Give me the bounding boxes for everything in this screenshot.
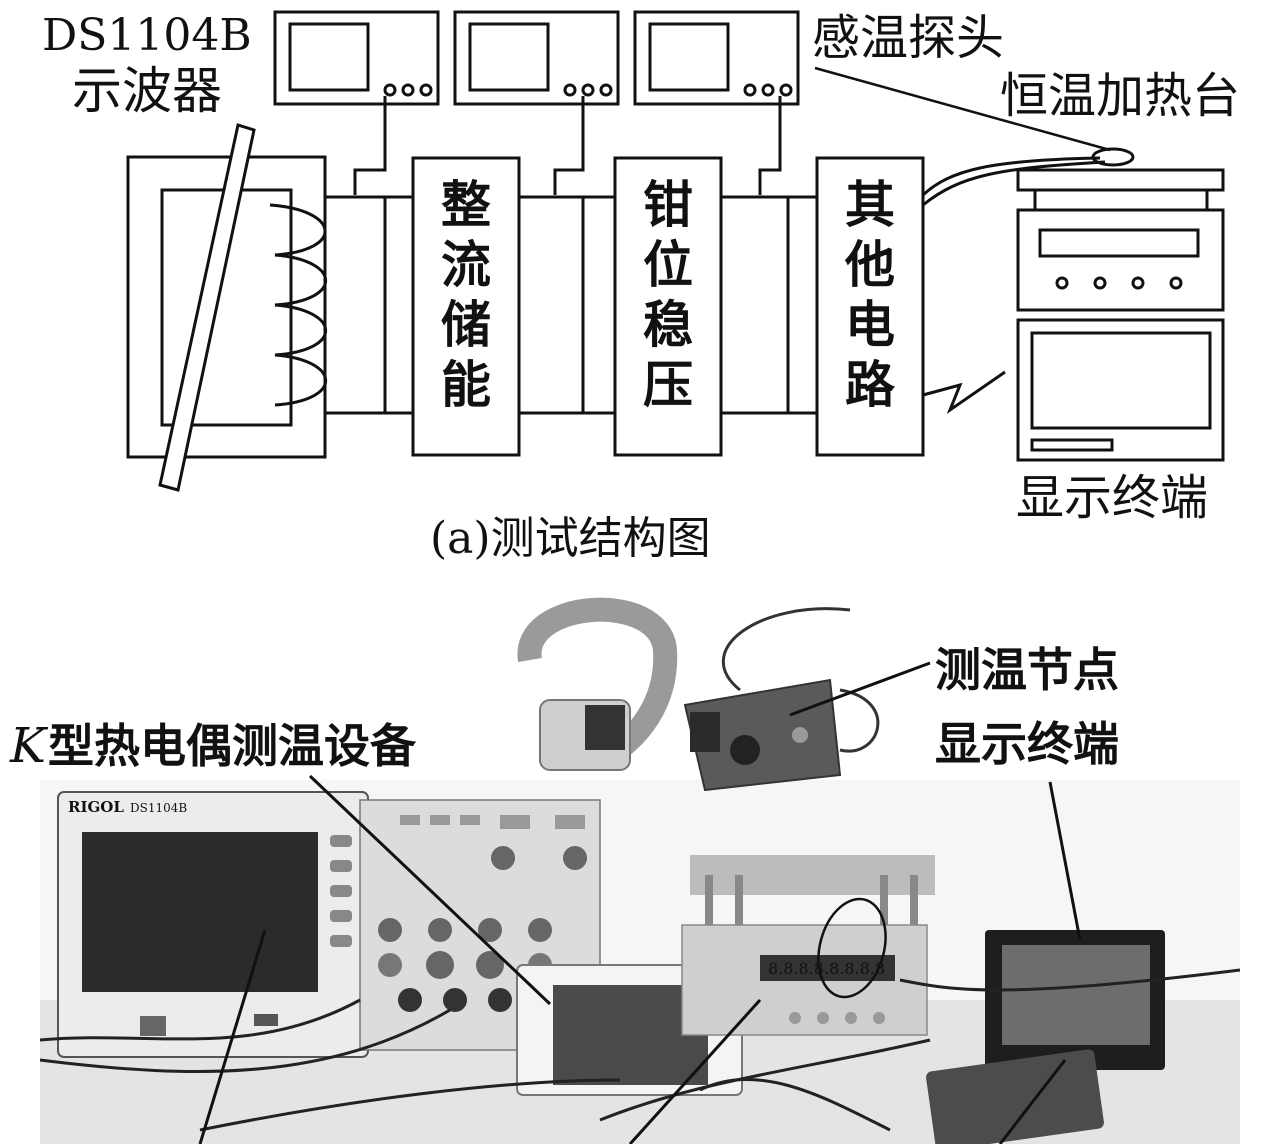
block-rectify-char-4: 能 [441, 355, 491, 414]
oscilloscope-label-name: 示波器 [72, 62, 222, 120]
display-terminal-icon [1016, 318, 1225, 462]
structure-diagram: DS1104B 示波器 [42, 10, 1240, 564]
block-rectify-char-1: 整 [441, 175, 491, 234]
block-other-char-1: 其 [845, 175, 895, 234]
scope-probe-line-3 [758, 96, 782, 195]
diagram-caption: (a)测试结构图 [430, 513, 711, 564]
leader-thermocouple [308, 774, 552, 1006]
coil-transformer [126, 123, 328, 492]
heater-icon [1016, 168, 1225, 312]
wireless-link-icon [922, 370, 1006, 415]
label-thermocouple-prefix: K [9, 718, 49, 774]
photo-cables [39, 968, 1241, 1132]
label-display-terminal: 显示终端 [935, 717, 1119, 771]
label-thermocouple: 型热电偶测温设备 [48, 719, 417, 773]
photo-wearable-band [517, 597, 678, 771]
oscilloscope-label-model: DS1104B [42, 10, 252, 61]
leader-node [789, 661, 931, 717]
probe-label: 感温探头 [812, 10, 1004, 66]
block-other-char-4: 路 [845, 355, 896, 414]
temp-probe-tip [1091, 147, 1135, 167]
probe-label-leader [814, 66, 1111, 152]
photo-sensor-pcb [683, 607, 880, 792]
block-clamp-regulate: 钳 位 稳 压 [613, 156, 723, 457]
photo-display-terminal [926, 930, 1165, 1144]
scope-probe-line-1 [353, 96, 387, 195]
display-terminal-label: 显示终端 [1016, 470, 1208, 526]
label-sensor-node: 测温节点 [935, 643, 1119, 697]
block-other-char-2: 他 [844, 235, 895, 294]
heater-label: 恒温加热台 [1000, 68, 1240, 124]
photo-leader-lines [198, 661, 1082, 1144]
oscilloscope-icon-2 [453, 10, 620, 106]
temp-probe-wire [921, 156, 1106, 207]
circuit-bus-lines [325, 195, 817, 415]
oscilloscope-icon-3 [633, 10, 800, 106]
photo-scope-brand: RIGOL [68, 798, 124, 816]
photo-oscilloscope: RIGOL DS1104B [57, 791, 601, 1058]
block-clamp-char-4: 压 [643, 355, 693, 414]
block-clamp-char-2: 位 [643, 235, 693, 294]
leader-scope [198, 929, 267, 1144]
photo-heater: 8.8.8.8.8.8.8.8 [681, 855, 935, 1036]
block-clamp-char-3: 稳 [643, 295, 693, 354]
block-other-char-3: 电 [845, 295, 895, 354]
setup-photo: RIGOL DS1104B [9, 597, 1241, 1144]
oscilloscope-icon-1 [273, 10, 440, 106]
block-rectify-char-2: 流 [441, 235, 491, 294]
block-clamp-char-1: 钳 [643, 175, 693, 234]
leader-display [1048, 781, 1082, 941]
block-rectify-char-3: 储 [441, 295, 491, 354]
photo-scope-model: DS1104B [130, 801, 187, 815]
block-rectify-storage: 整 流 储 能 [411, 156, 521, 457]
leader-meter [628, 998, 762, 1144]
block-other-circuit: 其 他 电 路 [815, 156, 925, 457]
photo-heater-readout: 8.8.8.8.8.8.8.8 [768, 959, 885, 978]
leader-heater [998, 1059, 1067, 1144]
scope-probe-line-2 [553, 96, 585, 195]
